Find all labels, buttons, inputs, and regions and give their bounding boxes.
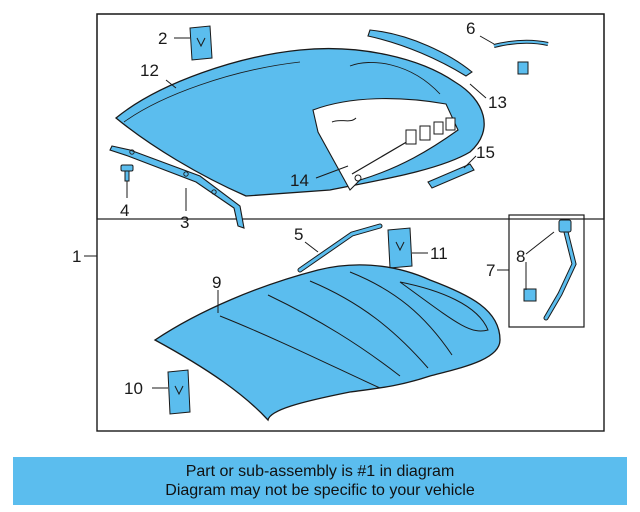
clip-11 — [387, 227, 413, 269]
callout-14: 14 — [290, 171, 309, 190]
parts-diagram: 1 2 3 4 5 6 7 8 9 10 11 12 13 14 15 — [72, 13, 605, 432]
rear-window-seal — [367, 29, 473, 77]
callout-10: 10 — [124, 379, 143, 398]
side-rail — [109, 145, 245, 229]
weatherstrip — [427, 163, 475, 189]
disclaimer-line-1: Part or sub-assembly is #1 in diagram — [185, 463, 455, 480]
roof-inner-liner — [312, 98, 459, 191]
callout-4: 4 — [120, 201, 129, 220]
clip-10 — [167, 369, 191, 415]
callout-6: 6 — [466, 19, 475, 38]
convertible-top-cover — [153, 264, 501, 422]
latch-assembly — [523, 219, 577, 321]
upper-subassembly-frame — [96, 13, 605, 220]
strap-cable — [493, 39, 549, 75]
leader-lines — [84, 35, 555, 389]
rod — [297, 223, 383, 273]
callout-5: 5 — [294, 225, 303, 244]
callout-2: 2 — [158, 29, 167, 48]
kit-7-frame — [508, 214, 585, 328]
clip-2 — [189, 25, 213, 61]
callout-15: 15 — [476, 143, 495, 162]
bolt — [120, 164, 134, 182]
disclaimer-banner: Part or sub-assembly is #1 in diagram Di… — [13, 457, 627, 505]
callout-1: 1 — [72, 247, 81, 266]
callout-9: 9 — [212, 273, 221, 292]
callout-12: 12 — [140, 61, 159, 80]
callout-13: 13 — [488, 93, 507, 112]
callout-7: 7 — [486, 261, 495, 280]
callout-8: 8 — [516, 247, 525, 266]
disclaimer-line-2: Diagram may not be specific to your vehi… — [165, 482, 475, 499]
callout-11: 11 — [430, 244, 448, 263]
callout-3: 3 — [180, 213, 189, 232]
